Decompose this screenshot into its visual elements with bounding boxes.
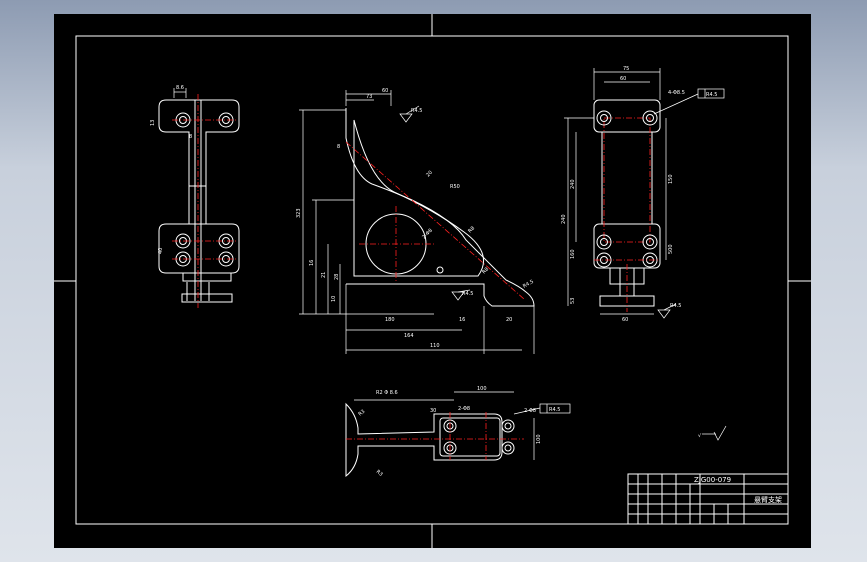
- dim-front-20: R4.5: [522, 279, 535, 290]
- dim-right-3: 4-Φ8.5: [668, 90, 685, 96]
- title-block: ZJG00-079 悬臂支架: [627, 473, 789, 525]
- dim-top-7: 2-Φ8: [524, 408, 536, 414]
- dim-side-4: 40: [158, 248, 164, 254]
- dim-right-9: 160: [570, 249, 576, 259]
- dim-right-4: R4.5: [706, 92, 717, 98]
- dim-front-1: 60: [382, 88, 388, 94]
- dim-front-2: 73: [366, 94, 372, 100]
- dim-top-4: 100: [477, 386, 487, 392]
- dim-right-7: 240: [561, 214, 567, 224]
- dim-right-6: 500: [668, 244, 674, 254]
- dim-front-10: 10: [331, 296, 337, 302]
- front-view: 60 73 R4.5 8 20 323 16 21 28 10 180 164 …: [296, 88, 535, 354]
- drawing-number: ZJG00-079: [694, 476, 731, 484]
- drawing-frame: [54, 14, 811, 548]
- dim-right-10: 53: [570, 298, 576, 304]
- dim-top-1: R2 Φ 8.6: [376, 390, 398, 396]
- dim-front-11: 180: [385, 317, 395, 323]
- dim-front-19: R8: [481, 266, 490, 275]
- cad-drawing-canvas: 8.6 13 8 40 60 73 R4.5 8 20 323 16 21 28: [54, 14, 811, 548]
- dim-right-5: 150: [668, 174, 674, 184]
- dim-side-2: 13: [150, 120, 156, 126]
- dim-right-1: 75: [623, 66, 629, 72]
- part-name: 悬臂支架: [754, 495, 782, 504]
- dim-right-12: R4.5: [670, 303, 681, 309]
- dim-front-9: 28: [334, 274, 340, 280]
- dim-top-9: 100: [536, 434, 542, 444]
- dim-front-16: R50: [450, 184, 460, 190]
- dim-front-3: R4.5: [411, 108, 422, 114]
- dim-top-6: 2-Φ8: [458, 406, 470, 412]
- top-view: R2 Φ 8.6 R3 R3 100 30 2-Φ8 2-Φ8 R4.5 100: [345, 386, 571, 478]
- dim-front-14: 20: [506, 317, 512, 323]
- dim-top-5: 30: [430, 408, 436, 414]
- dim-front-6: 323: [296, 208, 302, 218]
- dim-top-2: R3: [357, 409, 366, 418]
- dim-front-12: 164: [404, 333, 414, 339]
- dim-right-2: 60: [620, 76, 626, 82]
- dim-top-8: R4.5: [549, 407, 560, 413]
- dim-front-17: 2-Φ8: [421, 228, 434, 241]
- dim-right-11: 60: [622, 317, 628, 323]
- dim-side-1: 8.6: [176, 85, 184, 91]
- dim-front-21: R4.5: [462, 291, 473, 297]
- side-view: 8.6 13 8 40: [150, 85, 240, 308]
- right-view: 75 60 4-Φ8.5 R4.5 150 500 240 240 160 53…: [561, 66, 725, 323]
- dim-top-3: R3: [375, 469, 384, 478]
- dim-front-13: 16: [459, 317, 465, 323]
- dim-right-8: 240: [570, 179, 576, 189]
- dim-front-8: 21: [321, 272, 327, 278]
- dim-side-3: 8: [189, 134, 192, 140]
- finish-note: √: [698, 425, 727, 441]
- dim-front-15: 110: [430, 343, 440, 349]
- finish-note-text: √: [698, 433, 702, 439]
- dim-front-4: 8: [337, 144, 340, 150]
- dim-front-7: 16: [309, 260, 315, 266]
- dim-front-5: 20: [425, 170, 434, 179]
- dim-front-18: R8: [467, 225, 476, 234]
